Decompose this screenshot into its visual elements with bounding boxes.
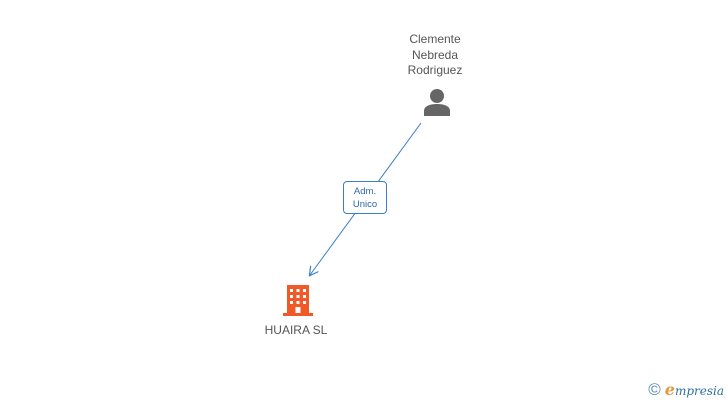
person-name[interactable]: Clemente Nebreda Rodriguez [385, 32, 485, 79]
building-icon[interactable] [283, 285, 313, 316]
person-icon[interactable] [424, 89, 450, 116]
relation-label-line: Adm. [353, 186, 377, 197]
brand-logo[interactable]: empresia [665, 380, 724, 399]
person-name-line: Nebreda [411, 47, 459, 62]
footer-brand: © empresia [648, 378, 724, 400]
copyright-icon: © [648, 379, 661, 399]
relation-label-line: Unico [352, 199, 378, 210]
brand-name: mpresia [674, 383, 724, 398]
relation-label[interactable]: Adm. Unico [343, 181, 387, 214]
person-name-line: Rodriguez [407, 63, 463, 77]
company-name[interactable]: HUAIRA SL [264, 323, 328, 337]
brand-initial: e [664, 379, 675, 399]
person-name-line: Clemente [409, 32, 461, 46]
